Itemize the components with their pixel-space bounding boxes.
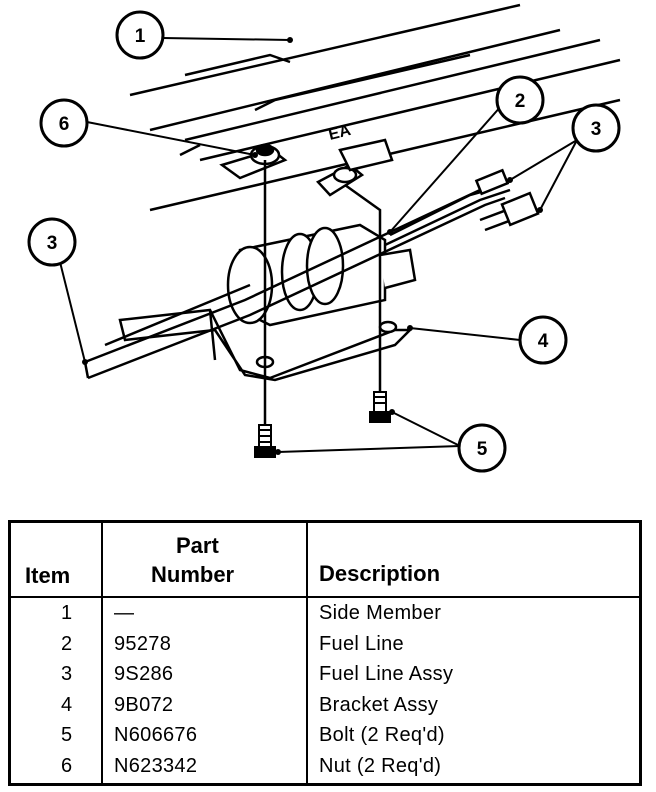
row-description: Bolt (2 Req'd) [319,724,445,746]
callout-1: 1 [115,10,165,60]
callout-6-label: 6 [59,114,70,135]
frame-stamp-mark: EA [327,122,353,144]
row-description: Fuel Line [319,633,404,655]
leader-lines [59,37,578,453]
header-divider [11,596,639,598]
row-description: Bracket Assy [319,694,439,716]
callout-5: 5 [457,423,507,473]
row-item: 1 [61,602,73,624]
row-part: 95278 [114,633,172,655]
assembly-guide-lines [263,160,382,450]
callout-3-left: 3 [27,217,77,267]
row-item: 6 [61,755,73,777]
row-item: 3 [61,663,73,685]
column-divider-1 [101,523,103,783]
row-description: Nut (2 Req'd) [319,755,442,777]
header-description: Description [319,561,441,586]
callout-2-label: 2 [515,91,526,112]
row-part: N623342 [114,755,198,777]
callout-1-label: 1 [135,26,146,47]
row-part: 9S286 [114,663,174,685]
row-part: 9B072 [114,694,174,716]
bolt-left [254,424,276,458]
row-item: 4 [61,694,73,716]
row-description: Side Member [319,602,442,624]
fuel-pump [226,223,417,327]
header-part-line2: Number [151,562,235,587]
callout-5-label: 5 [477,439,488,460]
callout-3-left-label: 3 [47,233,58,254]
row-item: 5 [61,724,73,746]
row-item: 2 [61,633,73,655]
row-part: N606676 [114,724,198,746]
header-part-line1: Part [176,533,219,558]
parts-table: Item Part Number Description 1 — Side Me… [8,520,642,786]
callout-6: 6 [39,98,89,148]
callout-4: 4 [518,315,568,365]
fuel-line-clip [315,138,394,197]
fuel-pump-mounting-diagram: EA [27,3,621,473]
callout-4-label: 4 [538,331,549,352]
callout-3-right-label: 3 [591,119,602,140]
leader-dots [82,37,543,455]
header-item: Item [25,563,71,588]
row-description: Fuel Line Assy [319,663,454,685]
callout-3-right: 3 [571,103,621,153]
callout-2: 2 [495,75,545,125]
bolt-right [369,391,391,423]
row-part: — [114,602,135,624]
side-member [129,3,621,212]
column-divider-2 [306,523,308,783]
fuel-lines [83,168,540,380]
